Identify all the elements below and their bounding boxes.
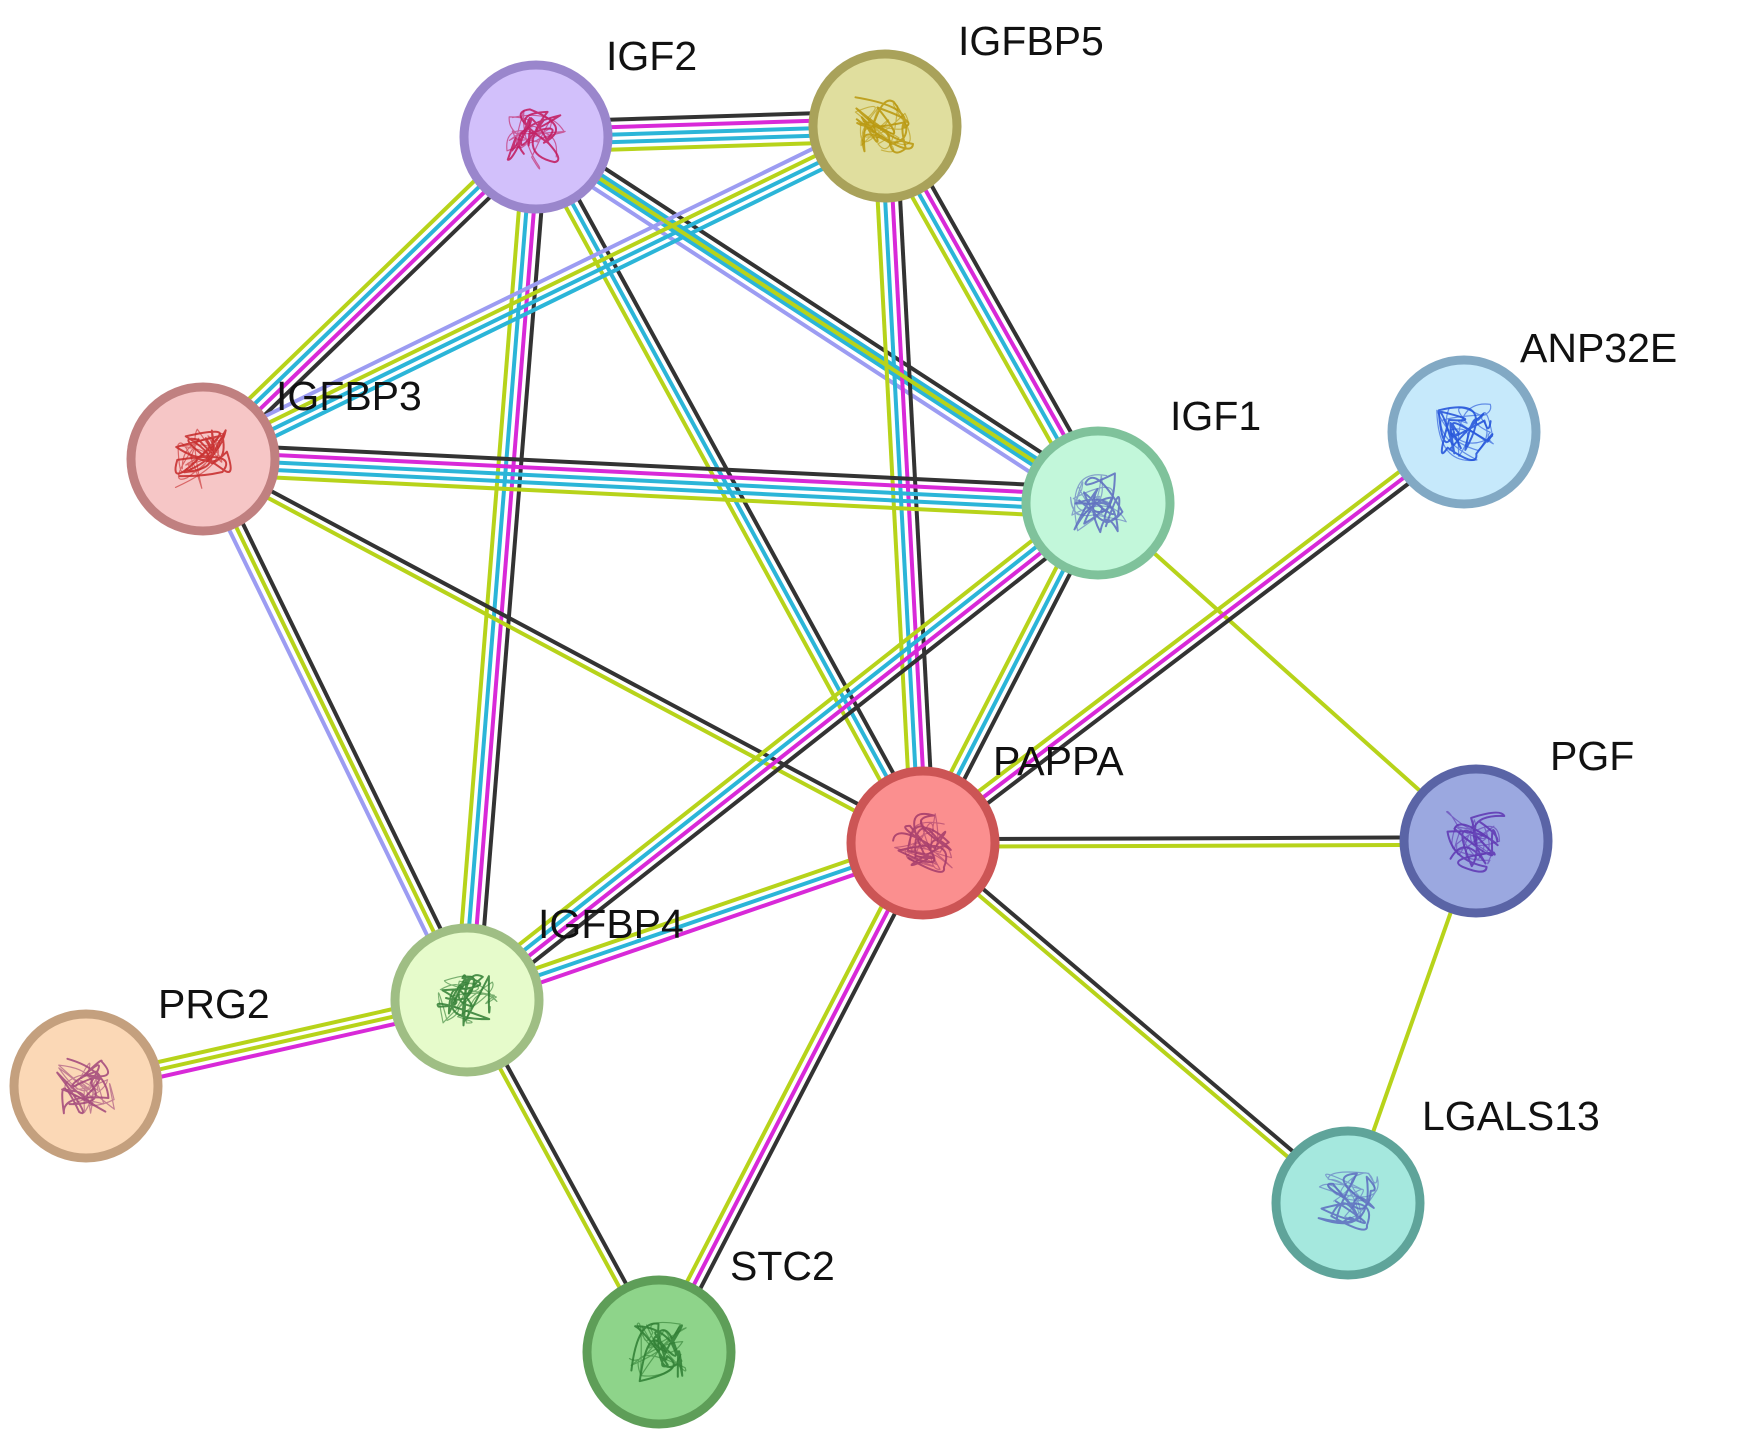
edge-igfbp3-igfbp4 <box>194 454 476 1005</box>
edge-line-lime <box>202 471 1098 520</box>
node-label-igfbp3: IGFBP3 <box>276 373 422 419</box>
edge-igfbp3-igf1 <box>202 442 1099 520</box>
edge-line-cyan <box>203 127 888 465</box>
edge-line-lime <box>193 127 530 453</box>
edge-line-black <box>924 838 1352 1202</box>
edge-line-black <box>472 510 1107 1011</box>
edge-line-black <box>476 137 550 1002</box>
protein-structure-icon <box>506 108 566 170</box>
node-label-pappa: PAPPA <box>993 738 1124 784</box>
node-label-stc2: STC2 <box>730 1243 835 1289</box>
edges-layer <box>83 109 1478 1357</box>
node-igf1[interactable] <box>1021 426 1175 580</box>
edge-line-cyan <box>461 136 535 1000</box>
edge-line-cyan <box>207 134 891 471</box>
node-lgals13[interactable] <box>1271 1126 1425 1280</box>
node-prg2[interactable] <box>9 1009 163 1163</box>
edge-anp32e-pappa <box>917 424 1470 851</box>
edge-line-black <box>663 845 932 1357</box>
edge-igf2-igfbp4 <box>453 135 550 1002</box>
node-label-igf1: IGF1 <box>1170 393 1261 439</box>
edge-line-lime <box>201 458 469 1001</box>
edge-line-lime <box>200 460 923 849</box>
edge-line-lime <box>463 834 922 995</box>
node-label-igfbp4: IGFBP4 <box>538 901 684 947</box>
node-label-igf2: IGF2 <box>606 33 697 79</box>
edge-pappa-lgals13 <box>919 838 1352 1208</box>
edge-line-cyan <box>202 457 1099 505</box>
edge-line-black <box>894 125 937 843</box>
edge-line-lime <box>650 838 919 1350</box>
node-label-pgf: PGF <box>1550 733 1634 779</box>
edge-line-magenta <box>468 137 542 1001</box>
edge-line-black <box>203 442 1099 491</box>
edge-line-cyan <box>463 498 1097 999</box>
edge-line-lime <box>917 424 1461 839</box>
node-label-anp32e: ANP32E <box>1520 325 1677 371</box>
edge-line-black <box>922 835 1476 842</box>
node-label-lgals13: LGALS13 <box>1422 1093 1600 1139</box>
node-igfbp3[interactable] <box>126 382 280 536</box>
protein-structure-icon <box>174 428 232 489</box>
edge-line-cyan <box>532 138 1098 508</box>
edge-line-black <box>541 125 1106 496</box>
edge-pappa-stc2 <box>650 838 932 1357</box>
edge-line-magenta <box>657 842 925 1353</box>
node-igfbp5[interactable] <box>808 49 962 203</box>
node-pappa[interactable] <box>846 766 1000 920</box>
edge-igfbp3-pappa <box>200 453 926 849</box>
edge-igfbp5-igfbp3 <box>197 114 891 471</box>
edge-line-magenta <box>203 449 1099 498</box>
protein-structure-icon <box>1446 810 1506 873</box>
node-stc2[interactable] <box>582 1275 736 1429</box>
edge-line-lime <box>534 135 1100 505</box>
edge-line-magenta <box>468 848 927 1009</box>
edge-line-lime <box>919 844 1347 1208</box>
node-label-prg2: PRG2 <box>158 981 270 1027</box>
node-circle <box>126 382 280 536</box>
edge-line-lime <box>1096 501 1478 843</box>
protein-structure-icon <box>628 1321 687 1383</box>
node-circle <box>459 60 613 214</box>
edge-line-cyan <box>534 136 925 844</box>
edge-line-black <box>926 436 1470 851</box>
edge-line-cyan <box>536 132 1102 502</box>
protein-structure-icon <box>1436 403 1494 462</box>
edge-line-lime <box>200 120 885 458</box>
protein-structure-icon <box>892 812 953 873</box>
node-pgf[interactable] <box>1399 764 1553 918</box>
edge-line-magenta <box>921 430 1466 845</box>
protein-structure-icon <box>56 1057 115 1115</box>
protein-structure-icon <box>854 96 914 154</box>
edge-line-cyan <box>199 132 535 458</box>
edge-igf2-igf1 <box>528 125 1106 515</box>
edge-line-periwinkle <box>194 461 463 1005</box>
edge-line-lime <box>923 842 1477 849</box>
edge-pappa-igfbp4 <box>463 834 927 1009</box>
nodes-layer <box>9 49 1553 1429</box>
edge-pappa-pgf <box>922 835 1477 849</box>
edge-line-black <box>207 454 476 998</box>
node-igf2[interactable] <box>459 60 613 214</box>
edge-line-periwinkle <box>197 114 881 451</box>
labels-layer: IGF2 IGFBP5 IGFBP3 IGF1 ANP32E PAPPA PGF… <box>158 18 1677 1289</box>
edge-line-cyan <box>202 464 1098 513</box>
protein-structure-icon <box>436 974 498 1027</box>
protein-structure-icon <box>1070 472 1127 534</box>
edge-line-periwinkle <box>528 144 1093 515</box>
edge-igf2-igf1 <box>534 135 1100 505</box>
protein-structure-icon <box>1317 1171 1379 1231</box>
edge-line-magenta <box>468 504 1102 1005</box>
node-label-igfbp5: IGFBP5 <box>958 18 1104 64</box>
edge-line-cyan <box>466 841 924 1002</box>
edge-igf1-pgf <box>1096 501 1478 843</box>
edge-line-lime <box>458 492 1093 993</box>
edge-line-black <box>203 453 926 842</box>
node-igfbp4[interactable] <box>390 923 544 1077</box>
edge-line-lime <box>453 135 527 1000</box>
edge-line-magenta <box>204 138 540 464</box>
edge-igf1-igfbp4 <box>458 492 1107 1011</box>
node-anp32e[interactable] <box>1387 355 1541 509</box>
